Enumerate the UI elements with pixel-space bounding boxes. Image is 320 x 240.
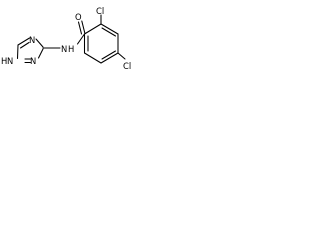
atom-label-chlorine-meta: Cl (123, 61, 131, 71)
amide-linkage (42, 20, 86, 49)
atom-label-amide-n: N (61, 44, 67, 54)
atom-label-amide-h: H (68, 44, 74, 54)
bond-c1-c2 (83, 23, 102, 35)
atom-label-triazole-n4: N (29, 35, 35, 45)
bond-c4-c5-inner (101, 50, 117, 60)
chemical-structure-diagram: H N N N N H O Cl Cl (1, 6, 131, 71)
bond-carbonyl-c-o-inner (81, 20, 86, 34)
bond-c5-c6 (83, 52, 102, 64)
benzene-ring (83, 23, 119, 64)
bond-amide-n-carbonyl-c (76, 33, 86, 45)
atom-label-carbonyl-o: O (75, 12, 82, 22)
bond-n4-c3 (35, 38, 44, 48)
bond-c5-n4-inner (19, 41, 30, 49)
bond-c5-n4 (17, 37, 31, 46)
atom-label-triazole-n2: N (30, 56, 36, 66)
bond-c3-n2 (37, 48, 44, 59)
bond-carbonyl-c-o (77, 21, 83, 35)
bond-c4-c5 (100, 52, 119, 64)
bond-c2-c3-inner (101, 27, 117, 37)
atom-label-triazole-nh-h: H (1, 56, 7, 66)
atom-label-triazole-nh: N (7, 56, 13, 66)
bond-c2-c3 (100, 23, 119, 35)
bond-c4-cl-meta (117, 52, 126, 60)
atom-label-chlorine-ortho: Cl (96, 6, 104, 16)
triazole-ring (16, 37, 44, 64)
bond-c5-n1 (16, 44, 19, 60)
